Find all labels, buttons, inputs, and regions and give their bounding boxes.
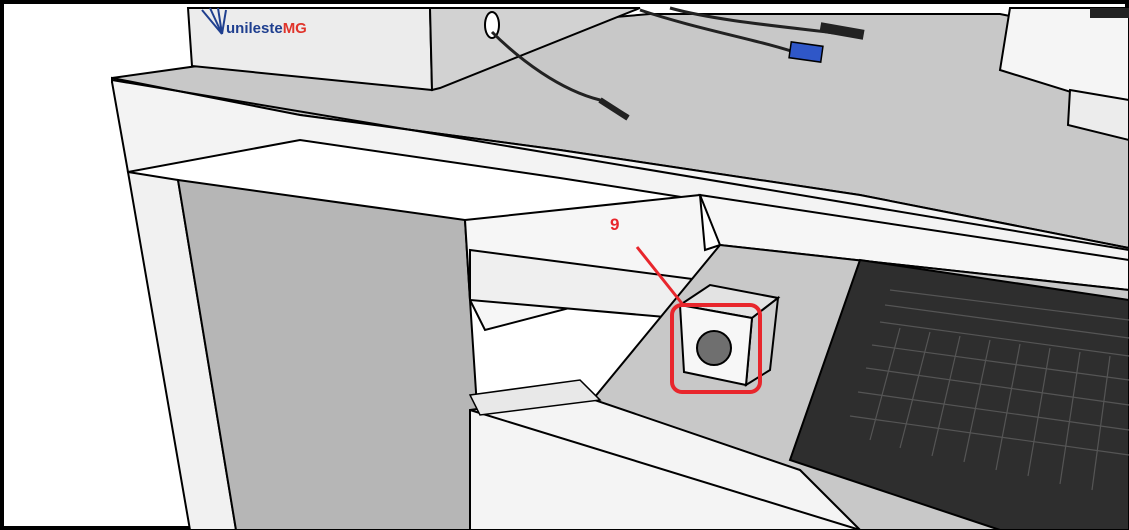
monitor-dark-strip	[1090, 8, 1129, 18]
logo-text: unilesteMG	[226, 20, 307, 37]
power-button[interactable]	[697, 331, 731, 365]
logo-text-part2: MG	[283, 20, 307, 37]
logo-text-part1: unileste	[226, 20, 283, 37]
vga-plug	[789, 42, 823, 62]
callout-number: 9	[610, 215, 619, 234]
